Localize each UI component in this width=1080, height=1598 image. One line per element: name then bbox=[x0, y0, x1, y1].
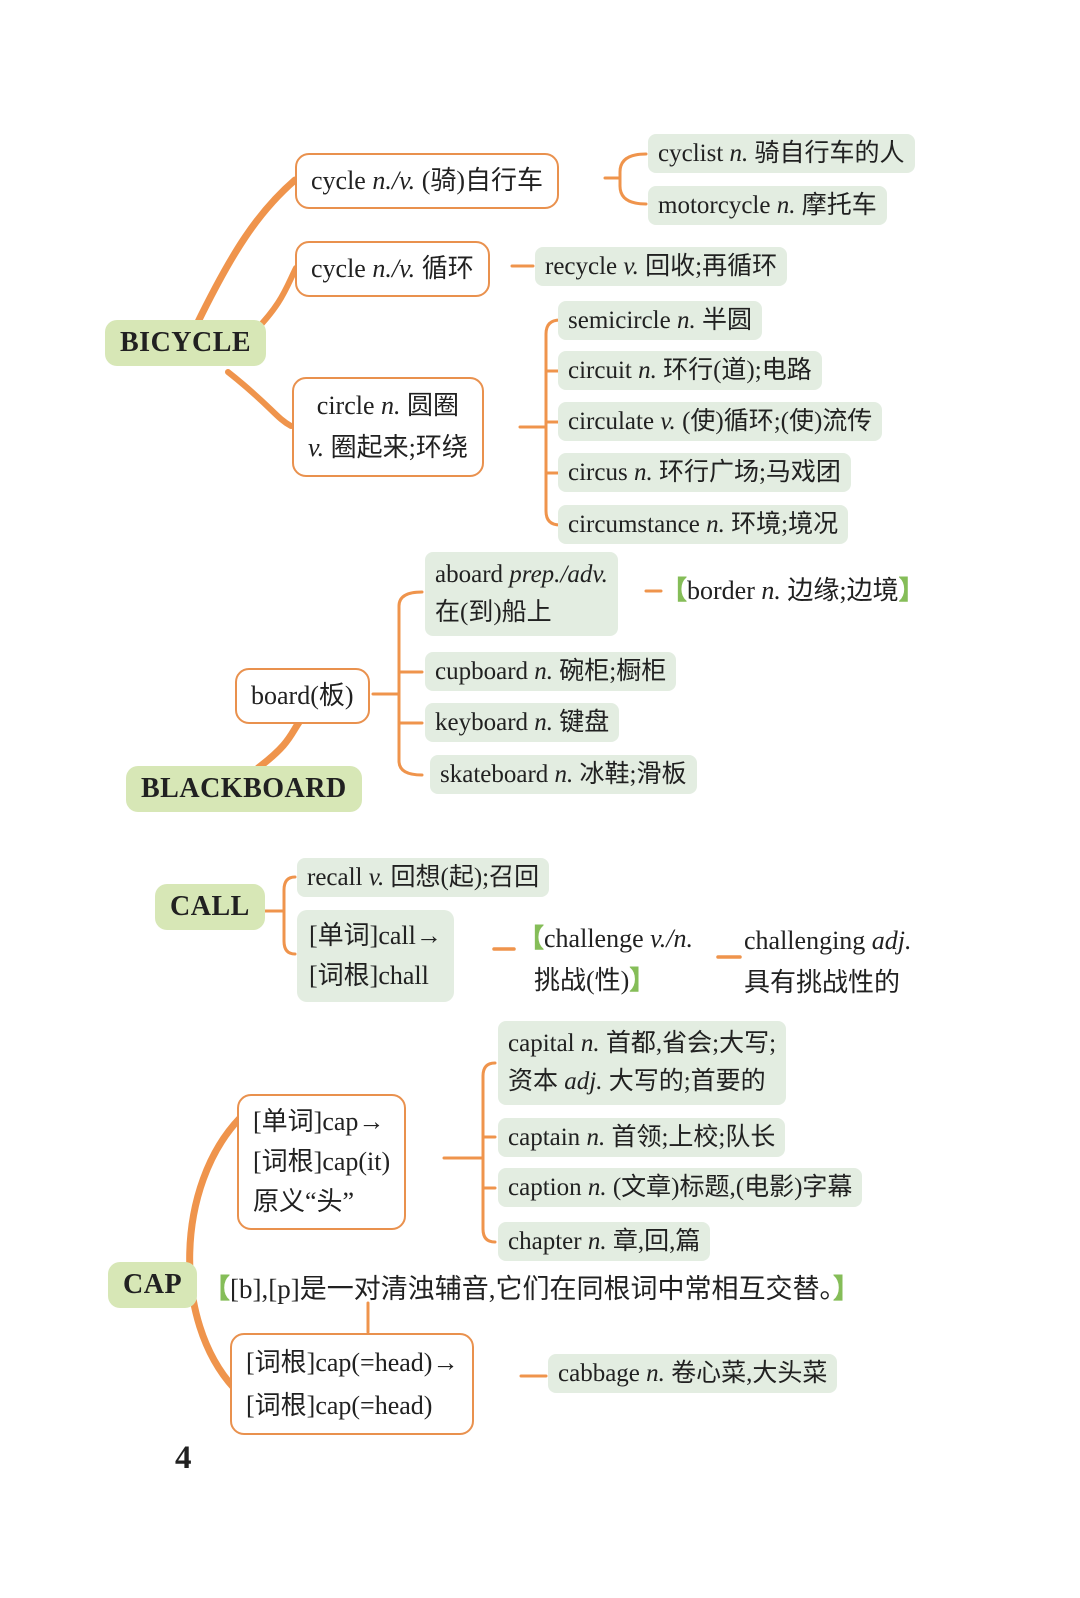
box-cap-root-line2: [词根]cap(it) bbox=[253, 1147, 391, 1176]
leaf-capital-line1: capital n. 首都,省会;大写; bbox=[508, 1030, 777, 1057]
leaf-caption: caption n. (文章)标题,(电影)字幕 bbox=[498, 1168, 863, 1207]
branch-blackboard-board bbox=[254, 714, 306, 772]
branch-bicycle-circle bbox=[225, 369, 294, 429]
leaf-cabbage: cabbage n. 卷心菜,大头菜 bbox=[548, 1354, 838, 1393]
box-circle: circle n. 圆圈 v. 圈起来;环绕 bbox=[292, 377, 484, 477]
leaf-cupboard: cupboard n. 碗柜;橱柜 bbox=[425, 652, 677, 691]
root-node-call: CALL bbox=[155, 884, 265, 930]
leaf-circus: circus n. 环行广场;马戏团 bbox=[558, 453, 851, 492]
bracket-cycle-bike bbox=[618, 152, 648, 206]
leaf-circulate: circulate v. (使)循环;(使)流传 bbox=[558, 402, 883, 441]
leaf-capital: capital n. 首都,省会;大写; 资本 adj. 大写的;首要的 bbox=[498, 1021, 787, 1105]
box-call-chall-line2: [词根]chall bbox=[309, 961, 429, 990]
leaf-circumstance: circumstance n. 环境;境况 bbox=[558, 505, 849, 544]
bracket-board bbox=[397, 590, 424, 777]
leaf-aboard-line2: 在(到)船上 bbox=[435, 599, 552, 626]
note-border: 【border n. 边缘;边境】 bbox=[661, 576, 925, 605]
branch-bicycle-cycle-bike bbox=[192, 176, 299, 330]
bracket-call bbox=[282, 875, 297, 956]
leaf-capital-line2: 资本 adj. 大写的;首要的 bbox=[508, 1068, 766, 1095]
leaf-chapter: chapter n. 章,回,篇 bbox=[498, 1222, 711, 1261]
leaf-captain: captain n. 首领;上校;队长 bbox=[498, 1118, 786, 1157]
box-call-chall-line1: [单词]call→ bbox=[309, 921, 442, 950]
box-cycle-bike: cycle n./v. (骑)自行车 bbox=[295, 153, 560, 209]
box-call-chall: [单词]call→ [词根]chall bbox=[297, 910, 454, 1002]
root-node-cap: CAP bbox=[108, 1262, 198, 1308]
leaf-aboard-line1: aboard prep./adv. bbox=[435, 561, 608, 588]
box-cap-head: [词根]cap(=head)→ [词根]cap(=head) bbox=[230, 1333, 475, 1435]
box-cap-root-line1: [单词]cap→ bbox=[253, 1107, 385, 1136]
box-cap-root-line3: 原义“头” bbox=[253, 1187, 355, 1216]
box-cap-root: [单词]cap→ [词根]cap(it) 原义“头” bbox=[237, 1094, 407, 1230]
note-challenge-line2: 挑战(性)】 bbox=[534, 966, 656, 995]
leaf-recycle: recycle v. 回收;再循环 bbox=[535, 247, 788, 286]
box-circle-line1: circle n. 圆圈 bbox=[316, 391, 460, 420]
note-challenging-line2: 具有挑战性的 bbox=[744, 968, 901, 997]
box-board: board(板) bbox=[235, 668, 370, 724]
branch-cap-curve bbox=[186, 1114, 244, 1392]
leaf-motorcycle: motorcycle n. 摩托车 bbox=[648, 186, 887, 225]
note-challenging-line1: challenging adj. bbox=[744, 926, 912, 955]
leaf-cyclist: cyclist n. 骑自行车的人 bbox=[648, 134, 915, 173]
note-challenge: 【challenge v./n. 挑战(性)】 bbox=[518, 918, 693, 1002]
page-number: 4 bbox=[175, 1440, 192, 1476]
box-cap-head-line2: [词根]cap(=head) bbox=[246, 1391, 433, 1420]
leaf-aboard: aboard prep./adv. 在(到)船上 bbox=[425, 552, 618, 636]
box-circle-line2: v. 圈起来;环绕 bbox=[308, 433, 468, 462]
leaf-semicircle: semicircle n. 半圆 bbox=[558, 301, 762, 340]
leaf-skateboard: skateboard n. 冰鞋;滑板 bbox=[430, 755, 697, 794]
leaf-circuit: circuit n. 环行(道);电路 bbox=[558, 351, 822, 390]
box-cycle-loop: cycle n./v. 循环 bbox=[295, 241, 490, 297]
root-node-blackboard: BLACKBOARD bbox=[126, 766, 362, 812]
leaf-keyboard: keyboard n. 键盘 bbox=[425, 703, 620, 742]
bracket-cap bbox=[481, 1061, 497, 1244]
note-bp-phonetic: 【[b],[p]是一对清浊辅音,它们在同根词中常相互交替。】 bbox=[203, 1274, 860, 1304]
note-challenging: challenging adj. 具有挑战性的 bbox=[744, 920, 912, 1004]
root-node-bicycle: BICYCLE bbox=[105, 320, 267, 366]
note-challenge-line1: 【challenge v./n. bbox=[518, 924, 693, 953]
leaf-recall: recall v. 回想(起);召回 bbox=[297, 858, 550, 897]
box-cap-head-line1: [词根]cap(=head)→ bbox=[246, 1348, 459, 1377]
